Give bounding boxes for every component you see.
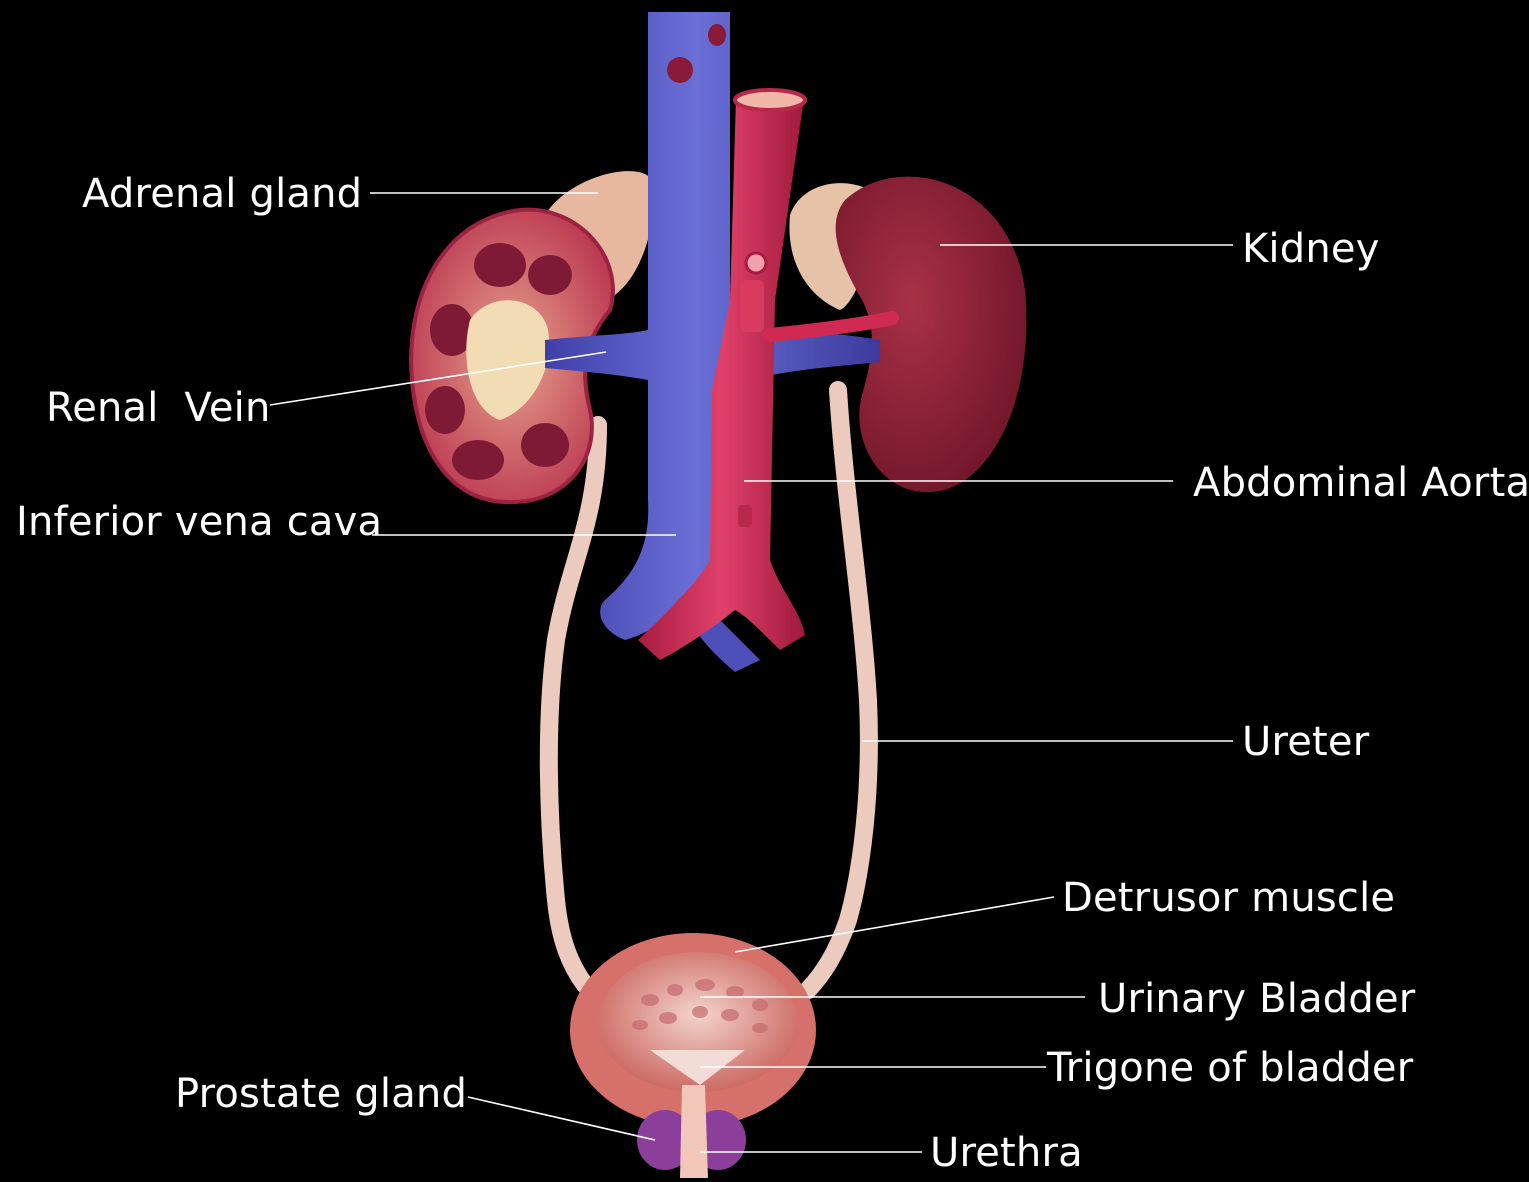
label-kidney: Kidney (1242, 225, 1380, 273)
label-urethra: Urethra (930, 1129, 1083, 1177)
label-urinary-bladder: Urinary Bladder (1098, 975, 1415, 1023)
label-adrenal-gland: Adrenal gland (82, 170, 362, 218)
aorta-top-opening (735, 90, 805, 110)
right-kidney (836, 177, 1027, 492)
label-abdominal-aorta: Abdominal Aorta (1193, 459, 1529, 507)
inferior-mesenteric-stub (738, 505, 752, 527)
celiac-trunk (740, 280, 764, 332)
right-ureter (808, 390, 869, 990)
label-trigone-of-bladder: Trigone of bladder (1047, 1044, 1413, 1092)
left-ureter (549, 425, 598, 985)
label-prostate-gland: Prostate gland (175, 1070, 467, 1118)
label-ureter: Ureter (1242, 718, 1369, 766)
urethra (680, 1085, 708, 1178)
leader-detrusor-muscle (735, 897, 1054, 952)
label-detrusor-muscle: Detrusor muscle (1062, 874, 1395, 922)
label-renal-vein: Renal Vein (46, 384, 271, 432)
ivc-opening-2 (708, 24, 726, 46)
aortic-branch-opening (746, 253, 766, 273)
label-inferior-vena-cava: Inferior vena cava (16, 498, 382, 546)
ivc-opening-1 (667, 57, 693, 83)
